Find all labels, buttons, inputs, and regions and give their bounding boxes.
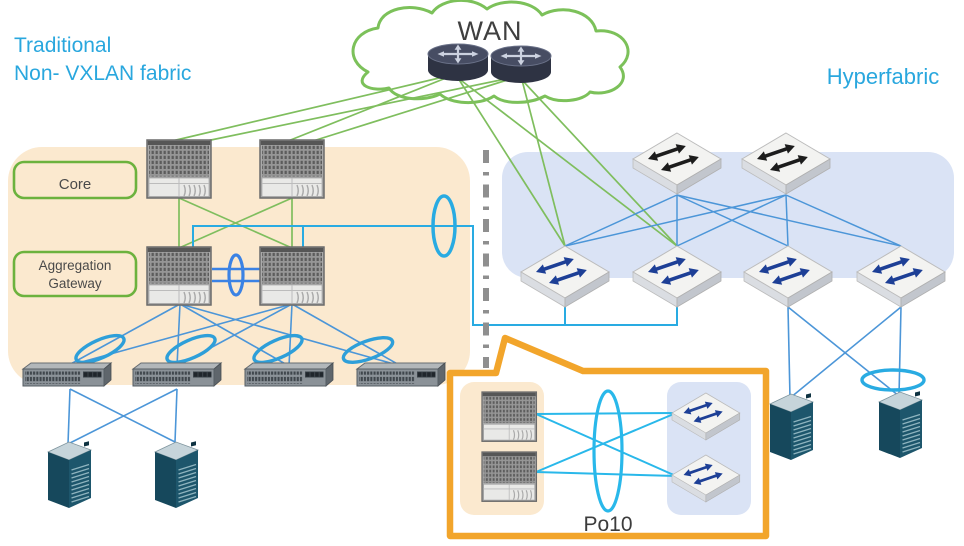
core-switch-2	[259, 139, 325, 199]
port-channel-ellipse-server	[860, 368, 926, 392]
aggregation-pair-link	[212, 267, 260, 283]
access-switch-2	[132, 362, 222, 387]
core-switch-1	[146, 139, 212, 199]
core-aggregation-links	[178, 197, 293, 249]
access-switch-4	[356, 362, 446, 387]
aggregation-label-line2: Gateway	[48, 276, 102, 291]
aggregation-switch-1	[146, 246, 212, 306]
aggregation-label-box	[12, 250, 138, 298]
access-port-channel-ellipses	[74, 333, 395, 365]
wan-links	[171, 73, 678, 247]
spine-leaf-links	[564, 194, 902, 247]
hyperfabric-title: Hyperfabric	[827, 64, 939, 89]
server-left-2	[154, 440, 199, 509]
hyperfabric-panel	[502, 152, 954, 278]
wan-router-1	[426, 42, 490, 83]
aggregation-leaf-trunk	[192, 225, 678, 326]
aggregation-switch-2	[259, 246, 325, 306]
access-switch-3	[244, 362, 334, 387]
server-right-1	[769, 392, 814, 461]
server-right-2	[878, 390, 923, 459]
wan-router-2	[489, 44, 553, 85]
leaf-server-links	[787, 306, 902, 399]
port-channel-ellipse-trunk	[431, 194, 457, 258]
inset-chassis-switch-1	[481, 391, 538, 442]
wan-label: WAN	[458, 16, 523, 46]
access-switch-1	[22, 362, 112, 387]
access-server-links	[67, 388, 178, 445]
traditional-title-line1: Traditional	[14, 34, 111, 57]
aggregation-label-line1: Aggregation	[39, 258, 112, 273]
server-left-1	[47, 440, 92, 509]
core-label: Core	[59, 176, 92, 193]
po10-label: Po10	[583, 513, 632, 536]
port-channel-ellipse-inset	[592, 389, 624, 513]
inset-chassis-switch-2	[481, 451, 538, 502]
traditional-fabric-panel	[8, 147, 470, 385]
port-channel-ellipse-aggregation	[227, 253, 245, 297]
core-label-box	[12, 160, 138, 200]
wan-cloud-icon	[351, 0, 630, 104]
traditional-title-line2: Non- VXLAN fabric	[14, 62, 191, 85]
inset-port-channel-links	[535, 412, 677, 477]
